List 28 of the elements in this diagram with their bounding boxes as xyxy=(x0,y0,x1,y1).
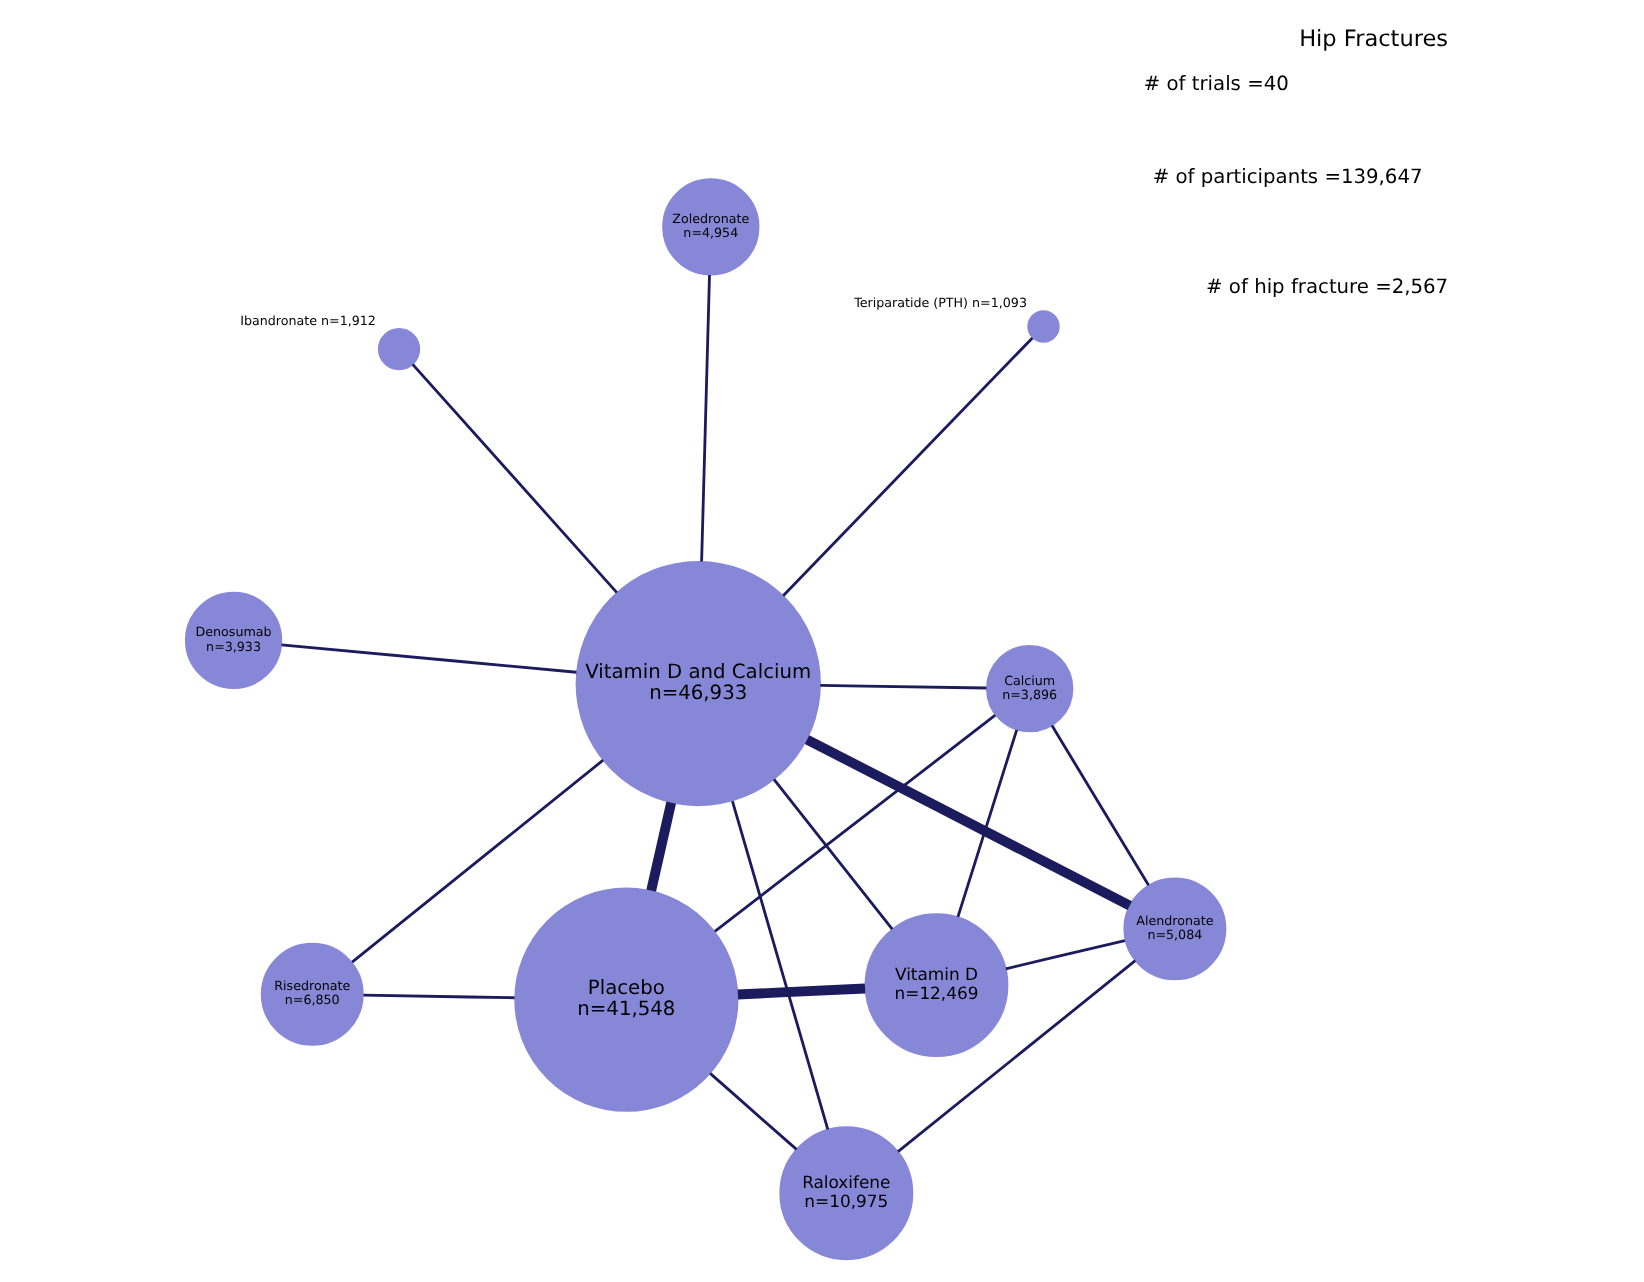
node-circle xyxy=(376,327,420,371)
connector xyxy=(645,801,675,892)
connector xyxy=(803,735,1131,910)
label: # of trials =40 xyxy=(1142,73,1288,96)
connector xyxy=(819,684,986,690)
diagram-title: Hip Fractures xyxy=(1298,26,1448,53)
node-circle: Raloxifene n=10,975 xyxy=(778,1126,913,1261)
label: # of participants =139,647 xyxy=(1151,166,1422,189)
connector xyxy=(896,959,1136,1153)
connector xyxy=(771,778,893,930)
label: # of hip fracture =2,567 xyxy=(1205,277,1448,300)
connector xyxy=(736,983,865,1000)
connector xyxy=(955,729,1018,918)
connector xyxy=(1049,724,1149,887)
connector xyxy=(362,993,514,1000)
connector xyxy=(410,363,617,594)
node-circle: Vitamin D and Calcium n=46,933 xyxy=(574,560,820,807)
connector xyxy=(699,274,710,562)
connector xyxy=(1004,939,1125,971)
node-circle: Placebo n=41,548 xyxy=(513,887,738,1112)
connector xyxy=(781,336,1033,597)
connector xyxy=(350,759,603,964)
connector xyxy=(708,1072,797,1151)
node-circle: Vitamin D n=12,469 xyxy=(863,913,1008,1058)
connector xyxy=(730,800,829,1130)
node-circle xyxy=(1026,310,1059,343)
connector xyxy=(280,643,576,674)
connector xyxy=(713,714,996,933)
